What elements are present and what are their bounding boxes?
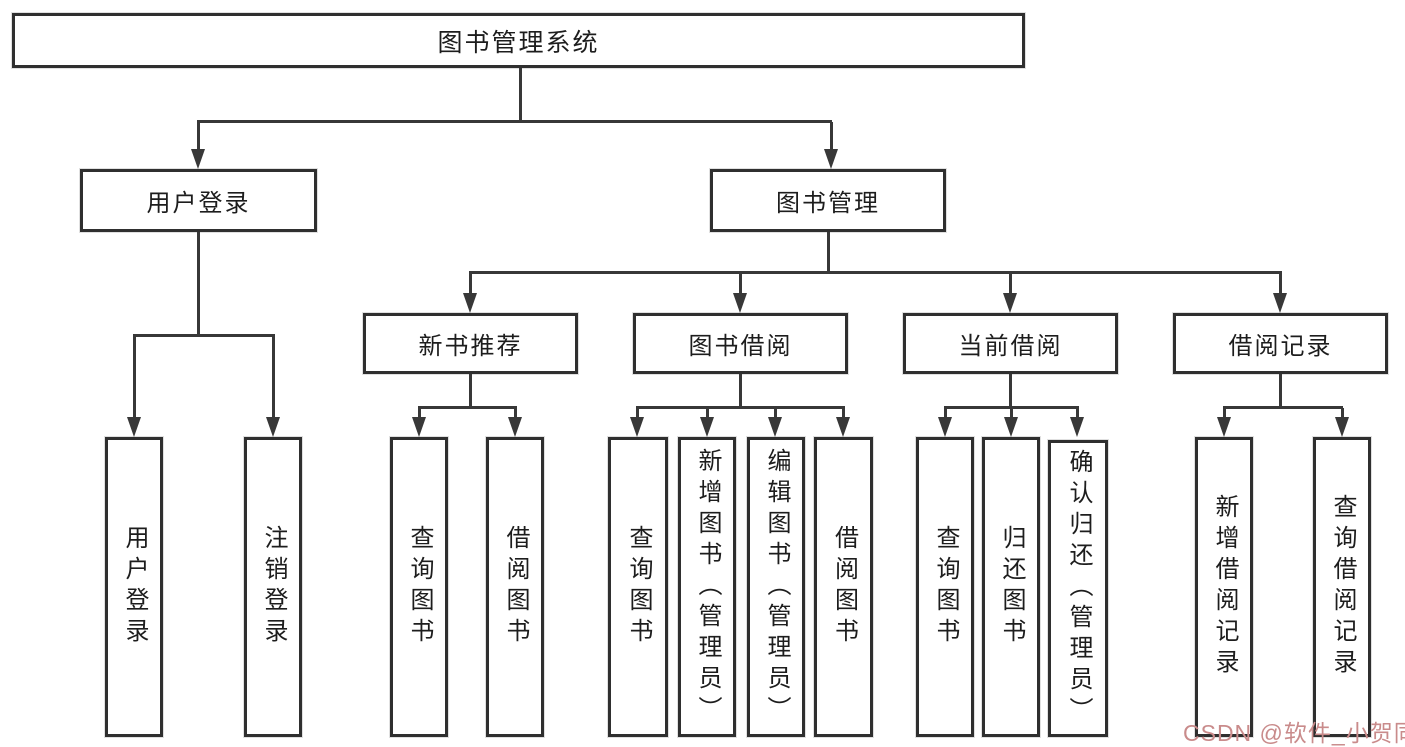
connector-vline [469,374,472,408]
connector-vline [519,68,522,122]
arrow-down-icon [266,417,280,437]
node-add-books-admin: 新增图书（管理员） [678,437,736,737]
connector-vline [1076,408,1079,418]
node-logout: 注销登录 [244,437,302,737]
arrow-down-icon [463,293,477,313]
arrow-down-icon [700,417,714,437]
connector-vline [1009,374,1012,408]
arrow-down-icon [1003,293,1017,313]
node-add-borrow-record: 新增借阅记录 [1195,437,1253,737]
arrow-down-icon [1273,293,1287,313]
connector-vline [1223,408,1226,418]
arrow-down-icon [127,417,141,437]
node-query-books: 查询图书 [390,437,448,737]
arrow-down-icon [733,293,747,313]
connector-vline [133,336,136,418]
connector-vline [272,336,275,418]
arrow-down-icon [630,417,644,437]
node-query-books: 查询图书 [608,437,668,737]
connector-vline [842,408,845,418]
connector-vline [739,374,742,408]
arrow-down-icon [508,417,522,437]
arrow-down-icon [836,417,850,437]
node-query-books: 查询图书 [916,437,974,737]
connector-vline [827,232,830,273]
node-book-management-system: 图书管理系统 [12,13,1025,68]
node-borrow-books: 借阅图书 [486,437,544,737]
connector-vline [1010,408,1013,418]
node-return-books: 归还图书 [982,437,1040,737]
connector-vline [197,122,200,152]
connector-vline [636,408,639,418]
connector-vline [944,408,947,418]
arrow-down-icon [412,417,426,437]
connector-vline [514,408,517,418]
node-current-borrowing: 当前借阅 [903,313,1118,374]
connector-vline [197,232,200,336]
connector-vline [706,408,709,418]
connector-hline [418,406,517,409]
node-borrow-books: 借阅图书 [814,437,873,737]
connector-hline [1223,406,1343,409]
node-book-management: 图书管理 [710,169,946,232]
connector-vline [774,408,777,418]
connector-vline [1279,273,1282,295]
connector-hline [469,271,1282,274]
arrow-down-icon [1070,417,1084,437]
connector-hline [197,120,832,123]
connector-vline [1009,273,1012,295]
node-user-login: 用户登录 [80,169,317,232]
node-new-book-recommendation: 新书推荐 [363,313,578,374]
connector-vline [418,408,421,418]
connector-vline [830,122,833,152]
node-user-login-action: 用户登录 [105,437,163,737]
node-edit-books-admin: 编辑图书（管理员） [747,437,805,737]
node-borrowing-records: 借阅记录 [1173,313,1388,374]
connector-hline [944,406,1079,409]
arrow-down-icon [1335,417,1349,437]
arrow-down-icon [938,417,952,437]
arrow-down-icon [824,149,838,169]
node-confirm-return-admin: 确认归还（管理员） [1048,440,1108,737]
arrow-down-icon [191,149,205,169]
connector-hline [636,406,845,409]
connector-hline [133,334,275,337]
connector-vline [1279,374,1282,408]
connector-vline [1341,408,1344,418]
csdn-watermark: CSDN @软件_小贺同学 [1183,720,1405,746]
node-query-borrow-record: 查询借阅记录 [1313,437,1371,737]
arrow-down-icon [1004,417,1018,437]
connector-vline [739,273,742,295]
node-book-borrowing: 图书借阅 [633,313,848,374]
arrow-down-icon [1217,417,1231,437]
connector-vline [469,273,472,295]
arrow-down-icon [768,417,782,437]
